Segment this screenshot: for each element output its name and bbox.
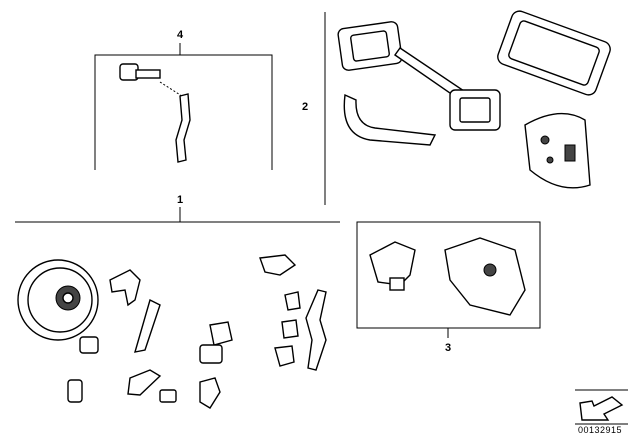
callout-3: 3 <box>444 342 452 354</box>
direction-arrow-icon <box>575 389 628 425</box>
callout-2: 2 <box>301 101 309 113</box>
small-parts-set <box>17 254 327 409</box>
callout-4: 4 <box>176 29 184 41</box>
callout-1-line <box>15 207 340 223</box>
bolt-and-bracket-part <box>119 63 191 163</box>
callout-4-bracket <box>94 43 273 170</box>
diagram-id: 00132915 <box>578 425 623 435</box>
actuator-part <box>369 237 526 316</box>
callout-1: 1 <box>176 194 184 206</box>
gasket-set-part <box>337 10 611 189</box>
